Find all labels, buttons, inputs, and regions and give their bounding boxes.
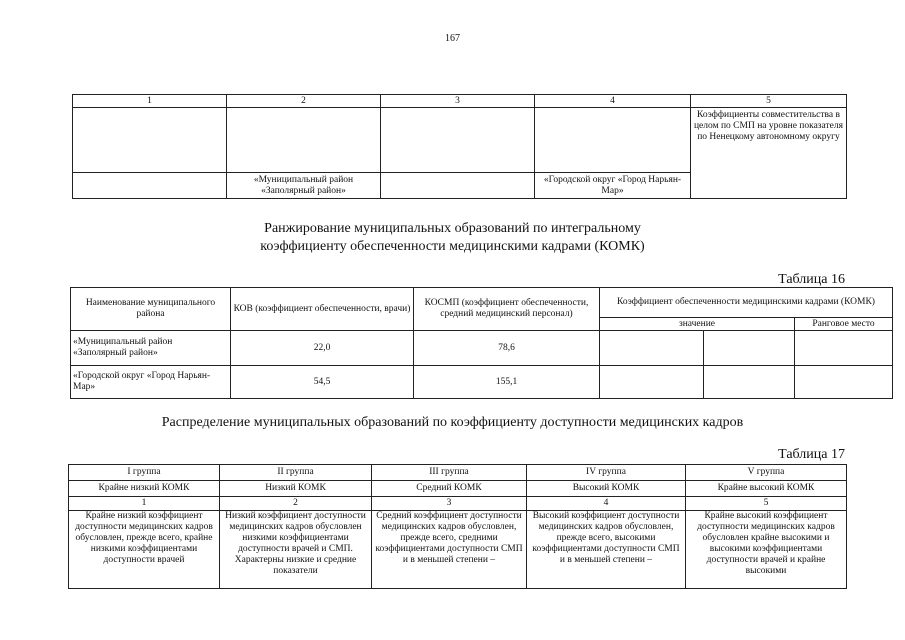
page-number: 167: [445, 33, 460, 44]
kov-value: 54,5: [230, 365, 414, 399]
level-cell: Крайне высокий КОМК: [685, 480, 847, 497]
description-cell: Средний коэффициент доступности медицинс…: [371, 510, 527, 589]
descriptions-row: Крайне низкий коэффициент доступности ме…: [68, 510, 847, 589]
group-cell: II группа: [219, 464, 372, 481]
number-cell: 1: [68, 496, 220, 511]
table-cell: [534, 107, 691, 173]
table-cell: [793, 330, 894, 366]
header-cell: 3: [380, 94, 535, 108]
top-table: 1 2 3 4 5 Коэффициенты совместительства …: [72, 94, 847, 199]
header-cell: 4: [534, 94, 691, 108]
header-value: значение: [599, 317, 795, 331]
table-17: I группа II группа III группа IV группа …: [68, 464, 847, 589]
table-cell: [599, 365, 704, 399]
header-kosmp: КОСМП (коэффициент обеспеченности, средн…: [413, 287, 600, 331]
group-cell: V группа: [685, 464, 847, 481]
table-16: Наименование муниципального района КОВ (…: [70, 287, 894, 399]
table-cell: [599, 330, 704, 366]
description-cell: Низкий коэффициент доступности медицинск…: [219, 510, 372, 589]
table-label: Таблица 16: [778, 272, 845, 287]
description-cell: Крайне высокий коэффициент доступности м…: [685, 510, 847, 589]
section-title: Распределение муниципальных образований …: [161, 415, 744, 430]
table-cell: [380, 172, 535, 199]
table-row: «Городской округ «Город Нарьян-Мар» 54,5…: [70, 365, 894, 399]
number-cell: 2: [219, 496, 372, 511]
district-cell: «Муниципальный район «Заполярный район»: [226, 172, 381, 199]
level-cell: Высокий КОМК: [526, 480, 686, 497]
coefficient-text: Коэффициенты совместительства в целом по…: [693, 110, 844, 142]
table-cell: [793, 365, 894, 399]
header-kov: КОВ (коэффициент обеспеченности, врачи): [230, 287, 414, 331]
top-table-header-row: 1 2 3 4 5: [72, 94, 847, 108]
section-title-line1: Ранжирование муниципальных образований п…: [264, 221, 641, 236]
district-name: «Городской округ «Город Нарьян-Мар»: [70, 365, 231, 399]
kosmp-value: 78,6: [413, 330, 600, 366]
header-cell: 2: [226, 94, 381, 108]
table-label: Таблица 17: [778, 447, 845, 462]
table-cell: [380, 107, 535, 173]
numbers-row: 1 2 3 4 5: [68, 496, 847, 511]
header-rank: Ранговое место: [793, 317, 894, 331]
group-cell: I группа: [68, 464, 220, 481]
levels-row: Крайне низкий КОМК Низкий КОМК Средний К…: [68, 480, 847, 497]
header-cell: 5: [690, 94, 847, 108]
table-cell: [226, 107, 381, 173]
kov-value: 22,0: [230, 330, 414, 366]
district-name: «Муниципальный район «Заполярный район»: [70, 330, 231, 366]
level-cell: Средний КОМК: [371, 480, 527, 497]
level-cell: Низкий КОМК: [219, 480, 372, 497]
district-cell: «Городской округ «Город Нарьян-Мар»: [534, 172, 691, 199]
table-row: «Муниципальный район «Заполярный район» …: [70, 330, 894, 366]
description-cell: Крайне низкий коэффициент доступности ме…: [68, 510, 220, 589]
table-cell: [703, 365, 795, 399]
coefficient-cell: Коэффициенты совместительства в целом по…: [690, 107, 847, 199]
table-cell: [72, 172, 227, 199]
number-cell: 3: [371, 496, 527, 511]
kosmp-value: 155,1: [413, 365, 600, 399]
number-cell: 5: [685, 496, 847, 511]
description-cell: Высокий коэффициент доступности медицинс…: [526, 510, 686, 589]
header-komk: Коэффициент обеспеченности медицинскими …: [598, 287, 894, 318]
group-cell: III группа: [371, 464, 527, 481]
header-cell: 1: [72, 94, 227, 108]
table-cell: [703, 330, 795, 366]
group-cell: IV группа: [526, 464, 686, 481]
groups-row: I группа II группа III группа IV группа …: [68, 464, 847, 481]
section-title-line2: коэффициенту обеспеченности медицинскими…: [260, 239, 645, 254]
table-cell: [72, 107, 227, 173]
level-cell: Крайне низкий КОМК: [68, 480, 220, 497]
header-name: Наименование муниципального района: [70, 287, 231, 331]
number-cell: 4: [526, 496, 686, 511]
